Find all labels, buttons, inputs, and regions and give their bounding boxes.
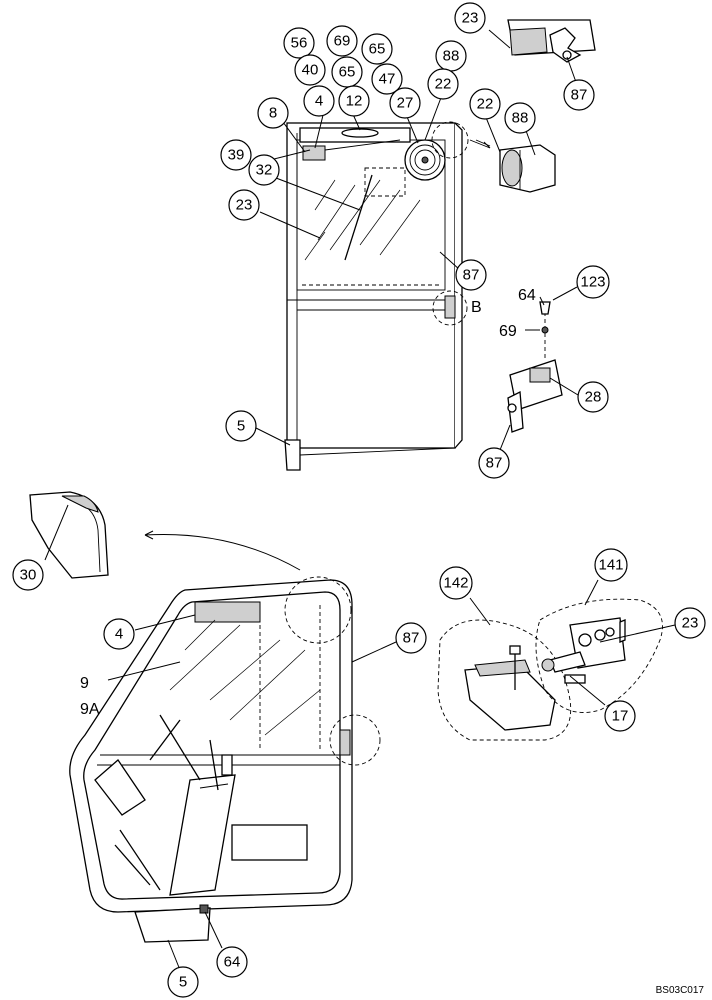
svg-text:12: 12 — [346, 93, 363, 110]
svg-text:65: 65 — [339, 64, 356, 81]
callout-87b: 87 — [563, 79, 595, 111]
door-tube-inner — [83, 591, 341, 900]
svg-text:5: 5 — [179, 974, 187, 991]
reference-arrow — [144, 533, 301, 571]
svg-text:40: 40 — [302, 62, 319, 79]
label-64a: 64 — [518, 287, 536, 304]
upper-door-assembly — [284, 121, 491, 471]
label-9a: 9A — [80, 701, 100, 718]
latch-detail — [507, 301, 563, 433]
callout-22b: 22 — [469, 88, 501, 120]
callout-123: 123 — [576, 265, 610, 299]
callout-142: 142 — [439, 566, 473, 600]
callout-39: 39 — [220, 139, 252, 171]
callout-8: 8 — [257, 97, 289, 129]
callout-69: 69 — [326, 25, 358, 57]
svg-text:28: 28 — [585, 389, 602, 406]
corner-pad — [94, 759, 146, 816]
wiper-arm — [344, 174, 373, 261]
svg-text:22: 22 — [435, 76, 452, 93]
svg-text:27: 27 — [397, 95, 414, 112]
callout-4a: 4 — [303, 85, 335, 117]
door-handle — [194, 601, 261, 623]
callout-30: 30 — [12, 559, 44, 591]
wiper-motor — [169, 774, 236, 896]
svg-text:32: 32 — [256, 162, 273, 179]
callout-88a: 88 — [435, 40, 467, 72]
svg-text:123: 123 — [580, 274, 605, 291]
corner-detail — [29, 491, 109, 579]
hinge-detail-mid — [499, 144, 556, 193]
callout-23c: 23 — [674, 607, 706, 639]
svg-text:64: 64 — [224, 954, 241, 971]
lower-bracket — [284, 439, 301, 471]
svg-text:47: 47 — [379, 71, 396, 88]
callout-47: 47 — [371, 63, 403, 95]
callout-56: 56 — [283, 27, 315, 59]
callout-32: 32 — [248, 154, 280, 186]
label-69b: 69 — [499, 323, 517, 340]
svg-text:39: 39 — [228, 147, 245, 164]
svg-text:23: 23 — [236, 197, 253, 214]
glass-hatching — [304, 179, 421, 261]
svg-text:141: 141 — [598, 557, 623, 574]
svg-text:56: 56 — [291, 35, 308, 52]
svg-text:8: 8 — [269, 105, 277, 122]
svg-text:4: 4 — [115, 626, 123, 643]
svg-text:88: 88 — [443, 48, 460, 65]
callout-87c: 87 — [478, 447, 510, 479]
handle-bracket — [302, 145, 326, 161]
svg-text:5: 5 — [237, 418, 245, 435]
svg-text:87: 87 — [571, 87, 588, 104]
svg-text:4: 4 — [315, 93, 323, 110]
svg-text:69: 69 — [334, 33, 351, 50]
callout-64b: 64 — [216, 946, 248, 978]
svg-text:22: 22 — [477, 96, 494, 113]
callout-12: 12 — [338, 85, 370, 117]
svg-text:23: 23 — [682, 615, 699, 632]
svg-text:17: 17 — [612, 708, 629, 725]
callout-87d: 87 — [395, 622, 427, 654]
callout-28: 28 — [577, 381, 609, 413]
lower-panel — [231, 824, 308, 861]
svg-text:65: 65 — [369, 41, 386, 58]
callout-65a: 65 — [361, 33, 393, 65]
callout-65b: 65 — [331, 56, 363, 88]
svg-text:87: 87 — [486, 455, 503, 472]
kit-142 — [437, 619, 572, 741]
callout-5a: 5 — [225, 410, 257, 442]
svg-text:87: 87 — [403, 630, 420, 647]
callout-87a: 87 — [455, 259, 487, 291]
callout-4b: 4 — [103, 618, 135, 650]
bottom-bracket — [134, 907, 211, 943]
callout-22a: 22 — [427, 68, 459, 100]
svg-text:87: 87 — [463, 267, 480, 284]
callout-141: 141 — [594, 548, 628, 582]
detail-b-label: B — [471, 299, 482, 316]
latch-plate — [444, 295, 456, 319]
drawing-code: BS03C017 — [655, 985, 704, 996]
callout-27: 27 — [389, 87, 421, 119]
svg-text:88: 88 — [512, 110, 529, 127]
fan-icon — [404, 139, 446, 181]
svg-text:23: 23 — [462, 10, 479, 27]
callout-40: 40 — [294, 54, 326, 86]
svg-text:30: 30 — [20, 567, 37, 584]
hinge-detail-top — [507, 19, 596, 63]
svg-text:142: 142 — [443, 575, 468, 592]
callout-17: 17 — [604, 700, 636, 732]
callout-23b: 23 — [454, 2, 486, 34]
label-9: 9 — [80, 675, 89, 692]
kit-141 — [535, 598, 663, 713]
lower-door-assembly — [69, 576, 381, 943]
lower-glass-hatching — [169, 619, 321, 736]
callout-88b: 88 — [504, 102, 536, 134]
callout-5b: 5 — [167, 966, 199, 998]
callout-23a: 23 — [228, 189, 260, 221]
